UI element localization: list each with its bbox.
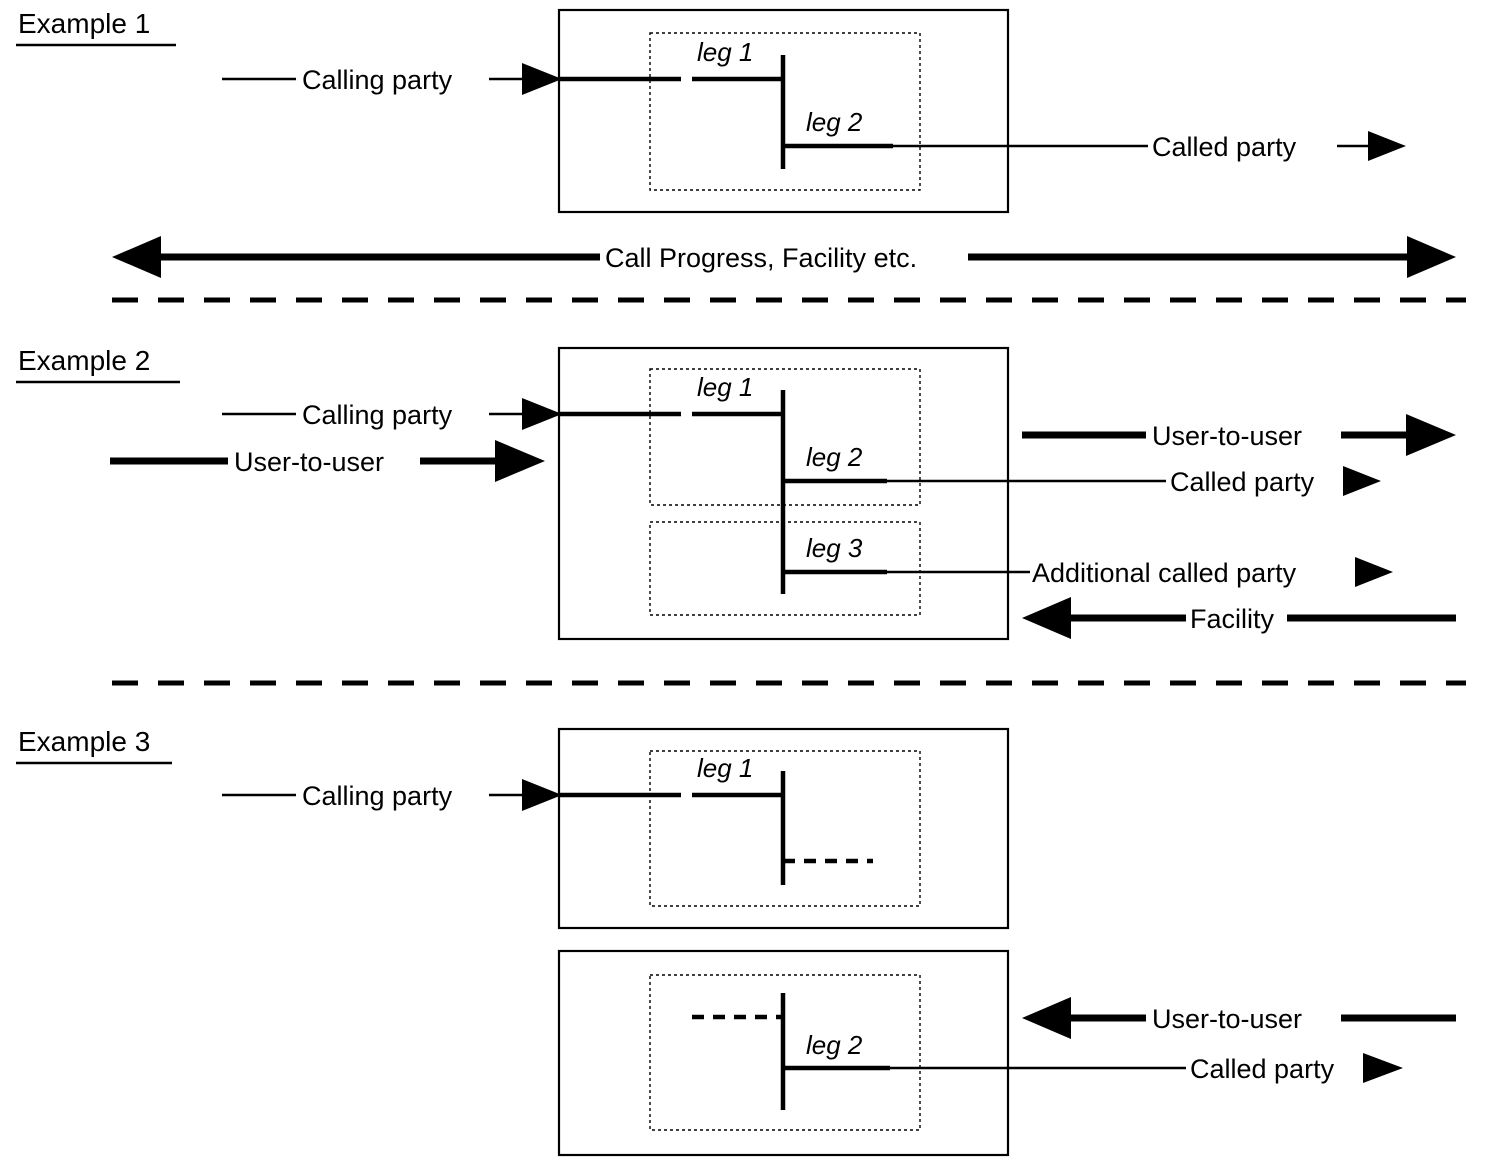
example-2-leg-2-label: leg 2 <box>806 442 863 472</box>
calling-party-label: Calling party <box>302 400 453 430</box>
example-3-inner-box-top <box>649 750 921 907</box>
arrow-right-icon <box>1343 466 1381 496</box>
arrow-right-icon <box>1355 557 1393 587</box>
arrow-right-icon <box>522 779 562 811</box>
example-1-leg-2-label: leg 2 <box>806 107 863 137</box>
example-3-inner-box-bottom <box>649 974 921 1131</box>
called-party-label: Called party <box>1190 1054 1335 1084</box>
arrow-right-icon <box>522 63 562 95</box>
example-2-additional-called-party-flow: Additional called party <box>887 557 1393 588</box>
additional-called-party-label: Additional called party <box>1032 558 1297 588</box>
example-1-group: Example 1 Calling party leg 1 leg 2 Call… <box>16 8 1456 278</box>
example-2-leg-1-label: leg 1 <box>697 372 753 402</box>
example-3-leg-2-label: leg 2 <box>806 1030 863 1060</box>
example-1-title: Example 1 <box>18 8 150 39</box>
example-2-user-to-user-out-flow: User-to-user <box>1022 414 1456 456</box>
example-1-outer-box <box>557 8 1010 214</box>
example-3-group: Example 3 Calling party leg 1 leg 2 <box>16 726 1456 1157</box>
call-progress-label: Call Progress, Facility etc. <box>605 243 917 273</box>
example-3-called-party-flow: Called party <box>890 1053 1403 1084</box>
arrow-left-icon <box>112 236 161 278</box>
example-2-leg-3-label: leg 3 <box>806 533 863 563</box>
arrow-right-icon <box>1363 1053 1403 1083</box>
example-3-leg-1-label: leg 1 <box>697 753 753 783</box>
arrow-right-icon <box>495 440 545 482</box>
example-3-user-to-user-flow: User-to-user <box>1022 997 1456 1039</box>
example-3-calling-party-flow: Calling party <box>222 779 681 811</box>
example-2-called-party-flow: Called party <box>887 466 1381 497</box>
example-3-outer-box-bottom <box>557 949 1010 1157</box>
facility-label: Facility <box>1190 604 1275 634</box>
calling-party-label: Calling party <box>302 781 453 811</box>
arrow-left-icon <box>1022 597 1071 639</box>
example-1-leg-1-label: leg 1 <box>697 37 753 67</box>
example-2-group: Example 2 Calling party User-to-user leg… <box>16 345 1456 641</box>
user-to-user-label: User-to-user <box>1152 1004 1302 1034</box>
example-3-title: Example 3 <box>18 726 150 757</box>
example-2-facility-flow: Facility <box>1022 597 1456 639</box>
called-party-label: Called party <box>1170 467 1315 497</box>
arrow-right-icon <box>1407 236 1456 278</box>
example-2-title: Example 2 <box>18 345 150 376</box>
example-1-call-progress-flow: Call Progress, Facility etc. <box>112 236 1456 278</box>
example-1-called-party-flow: Called party <box>893 131 1406 162</box>
arrow-right-icon <box>1368 131 1406 161</box>
example-2-user-to-user-in-flow: User-to-user <box>110 440 545 482</box>
arrow-right-icon <box>1406 414 1456 456</box>
user-to-user-out-label: User-to-user <box>1152 421 1302 451</box>
example-2-outer-box <box>557 346 1010 641</box>
arrow-right-icon <box>522 398 562 430</box>
called-party-label: Called party <box>1152 132 1297 162</box>
example-2-calling-party-flow: Calling party <box>222 398 681 430</box>
arrow-left-icon <box>1022 997 1071 1039</box>
example-1-inner-box <box>649 32 921 191</box>
user-to-user-label: User-to-user <box>234 447 384 477</box>
example-3-outer-box-top <box>557 727 1010 930</box>
example-1-calling-party-flow: Calling party <box>222 63 681 95</box>
calling-party-label: Calling party <box>302 65 453 95</box>
